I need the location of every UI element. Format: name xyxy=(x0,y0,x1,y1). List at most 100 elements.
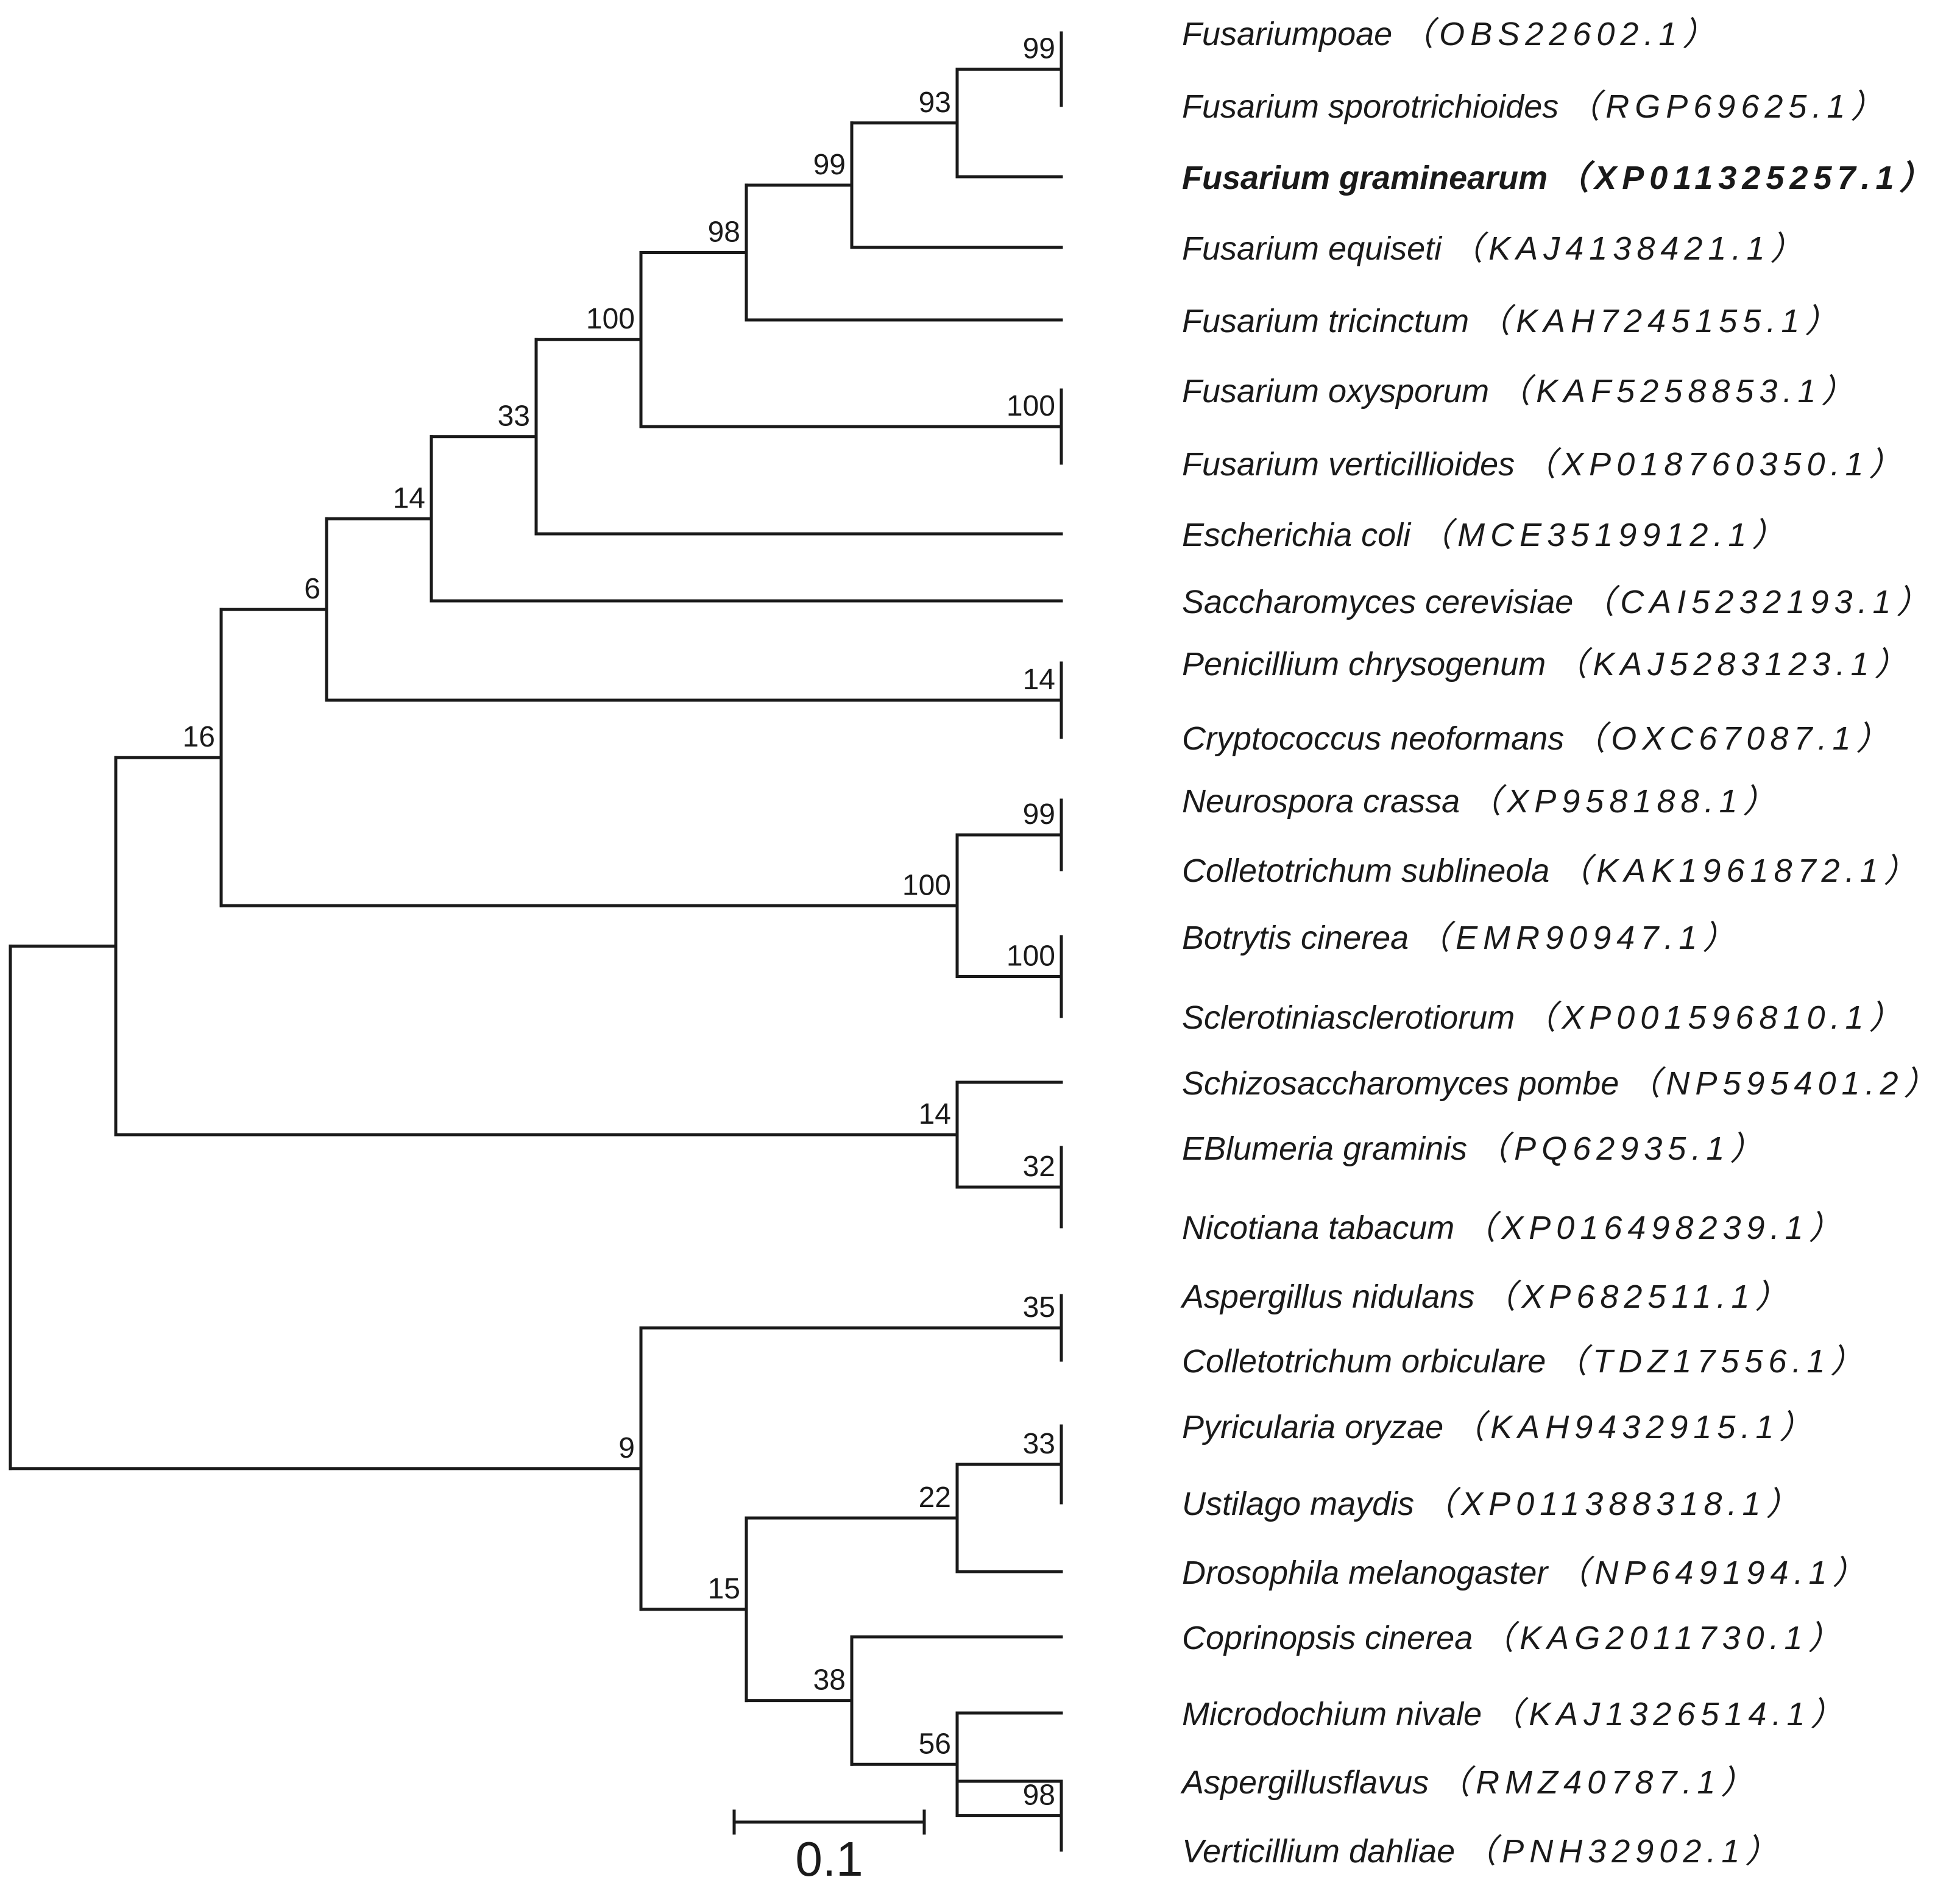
taxon-name: Neurospora crassa xyxy=(1182,783,1460,820)
taxon-name: Botrytis cinerea xyxy=(1182,920,1409,956)
accession-number: （XP682511.1） xyxy=(1483,1279,1793,1315)
taxon-name: Aspergillus nidulans xyxy=(1180,1279,1474,1315)
accession-number: （KAG2011730.1） xyxy=(1481,1620,1846,1656)
taxon-name: Cryptococcus neoformans xyxy=(1182,720,1564,757)
taxon-label: EBlumeria graminis（PQ62935.1） xyxy=(1182,1130,1768,1167)
accession-number: （CAI5232193.1） xyxy=(1582,584,1934,620)
taxon-name: Fusarium oxysporum xyxy=(1182,373,1489,410)
accession-number: （XP016498239.1） xyxy=(1463,1210,1847,1246)
taxon-name: Fusarium verticillioides xyxy=(1182,446,1515,483)
bootstrap-value: 16 xyxy=(183,721,215,753)
accession-number: （RMZ40787.1） xyxy=(1437,1764,1759,1801)
taxon-label: Fusarium graminearum（XP011325257.1） xyxy=(1182,160,1938,196)
taxon-name: Pyricularia oryzae xyxy=(1182,1409,1443,1445)
taxon-label: Drosophila melanogaster（NP649194.1） xyxy=(1182,1555,1871,1591)
taxon-label: Escherichia coli（MCE3519912.1） xyxy=(1182,517,1790,553)
taxon-label: Fusarium oxysporum（KAF5258853.1） xyxy=(1182,373,1859,410)
taxon-label: Cryptococcus neoformans（OXC67087.1） xyxy=(1182,720,1895,757)
accession-number: （PQ62935.1） xyxy=(1476,1130,1768,1167)
bootstrap-value: 100 xyxy=(902,869,951,901)
taxon-label: Verticillium dahliae（PNH32902.1） xyxy=(1182,1833,1783,1870)
bootstrap-value: 14 xyxy=(1023,664,1055,696)
accession-number: （XP958188.1） xyxy=(1468,783,1781,820)
taxon-name: Colletotrichum orbiculare xyxy=(1182,1343,1546,1380)
bootstrap-values: 9993999810010033141469910010016321435332… xyxy=(183,33,1055,1812)
taxon-label: Aspergillus nidulans（XP682511.1） xyxy=(1180,1279,1794,1315)
bootstrap-value: 14 xyxy=(919,1098,951,1130)
taxon-label: Penicillium chrysogenum（KAJ5283123.1） xyxy=(1182,646,1913,683)
bootstrap-value: 32 xyxy=(1023,1151,1055,1183)
taxon-label: Colletotrichum sublineola（KAK1961872.1） xyxy=(1182,853,1922,889)
taxon-label: Ustilago maydis（XP011388318.1） xyxy=(1182,1486,1805,1522)
bootstrap-value: 6 xyxy=(304,573,320,605)
accession-number: （XP011388318.1） xyxy=(1423,1486,1804,1522)
taxon-name: Aspergillusflavus xyxy=(1180,1764,1429,1801)
taxon-label: Fusarium equiseti（KAJ4138421.1） xyxy=(1182,230,1808,267)
taxon-label: Pyricularia oryzae（KAH9432915.1） xyxy=(1182,1409,1817,1445)
accession-number: （RGP69625.1） xyxy=(1567,88,1889,125)
accession-number: （NP595401.2） xyxy=(1627,1065,1942,1102)
bootstrap-value: 98 xyxy=(708,216,740,248)
bootstrap-value: 33 xyxy=(498,400,530,433)
taxon-name: Fusariumpoae xyxy=(1182,16,1392,52)
taxon-name: Penicillium chrysogenum xyxy=(1182,646,1546,683)
taxon-label: Fusarium sporotrichioides（RGP69625.1） xyxy=(1182,88,1889,125)
accession-number: （KAJ4138421.1） xyxy=(1450,230,1808,267)
bootstrap-value: 99 xyxy=(1023,33,1055,65)
accession-number: （OXC67087.1） xyxy=(1573,720,1894,757)
accession-number: （KAJ5283123.1） xyxy=(1554,646,1912,683)
accession-number: （XP011325257.1） xyxy=(1556,160,1937,196)
tree-branches xyxy=(9,31,1063,1852)
taxon-label: Fusariumpoae（OBS22602.1） xyxy=(1182,16,1721,52)
accession-number: （KAH7245155.1） xyxy=(1477,303,1843,339)
bootstrap-value: 15 xyxy=(708,1573,740,1605)
scale-bar-label: 0.1 xyxy=(795,1832,863,1886)
bootstrap-value: 93 xyxy=(919,87,951,119)
taxon-label: Neurospora crassa（XP958188.1） xyxy=(1182,783,1781,820)
accession-number: （PNH32902.1） xyxy=(1463,1833,1783,1870)
accession-number: （TDZ17556.1） xyxy=(1554,1343,1869,1380)
bootstrap-value: 56 xyxy=(919,1728,951,1760)
accession-number: （KAH9432915.1） xyxy=(1452,1409,1817,1445)
accession-number: （NP649194.1） xyxy=(1556,1555,1870,1591)
taxon-label: Coprinopsis cinerea（KAG2011730.1） xyxy=(1182,1620,1847,1656)
bootstrap-value: 100 xyxy=(586,303,635,335)
bootstrap-value: 22 xyxy=(919,1481,951,1514)
bootstrap-value: 99 xyxy=(1023,798,1055,831)
accession-number: （OBS22602.1） xyxy=(1401,16,1721,52)
bootstrap-value: 35 xyxy=(1023,1291,1055,1324)
bootstrap-value: 100 xyxy=(1007,390,1055,422)
taxon-name: EBlumeria graminis xyxy=(1182,1130,1467,1167)
taxon-name: Coprinopsis cinerea xyxy=(1182,1620,1473,1656)
bootstrap-value: 100 xyxy=(1007,940,1055,973)
taxon-name: Ustilago maydis xyxy=(1182,1486,1414,1522)
bootstrap-value: 14 xyxy=(393,482,425,514)
taxon-label: Colletotrichum orbiculare（TDZ17556.1） xyxy=(1182,1343,1869,1380)
bootstrap-value: 99 xyxy=(813,149,846,181)
accession-number: （XP001596810.1） xyxy=(1523,999,1907,1036)
accession-number: （MCE3519912.1） xyxy=(1419,517,1790,553)
taxon-name: Colletotrichum sublineola xyxy=(1182,853,1549,889)
taxon-labels: Fusariumpoae（OBS22602.1） Fusarium sporotr… xyxy=(1180,16,1942,1870)
taxon-label: Microdochium nivale（KAJ1326514.1） xyxy=(1182,1696,1849,1733)
accession-number: （EMR90947.1） xyxy=(1417,920,1741,956)
accession-number: （KAF5258853.1） xyxy=(1498,373,1859,410)
accession-number: （XP018760350.1） xyxy=(1523,446,1907,483)
taxon-name: Fusarium equiseti xyxy=(1182,230,1443,267)
taxon-label: Schizosaccharomyces pombe（NP595401.2） xyxy=(1182,1065,1942,1102)
taxon-name: Fusarium graminearum xyxy=(1182,160,1548,196)
taxon-name: Nicotiana tabacum xyxy=(1182,1210,1454,1246)
taxon-name: Schizosaccharomyces pombe xyxy=(1182,1065,1619,1102)
bootstrap-value: 9 xyxy=(618,1432,635,1464)
accession-number: （KAK1961872.1） xyxy=(1558,853,1922,889)
taxon-name: Saccharomyces cerevisiae xyxy=(1182,584,1573,620)
taxon-label: Aspergillusflavus（RMZ40787.1） xyxy=(1180,1764,1759,1801)
taxon-name: Microdochium nivale xyxy=(1182,1696,1482,1733)
scale-bar: 0.1 xyxy=(732,1809,926,1886)
bootstrap-value: 98 xyxy=(1023,1779,1055,1812)
taxon-name: Escherichia coli xyxy=(1182,517,1412,553)
accession-number: （KAJ1326514.1） xyxy=(1490,1696,1849,1733)
taxon-name: Drosophila melanogaster xyxy=(1182,1555,1549,1591)
taxon-name: Fusarium tricinctum xyxy=(1182,303,1469,339)
